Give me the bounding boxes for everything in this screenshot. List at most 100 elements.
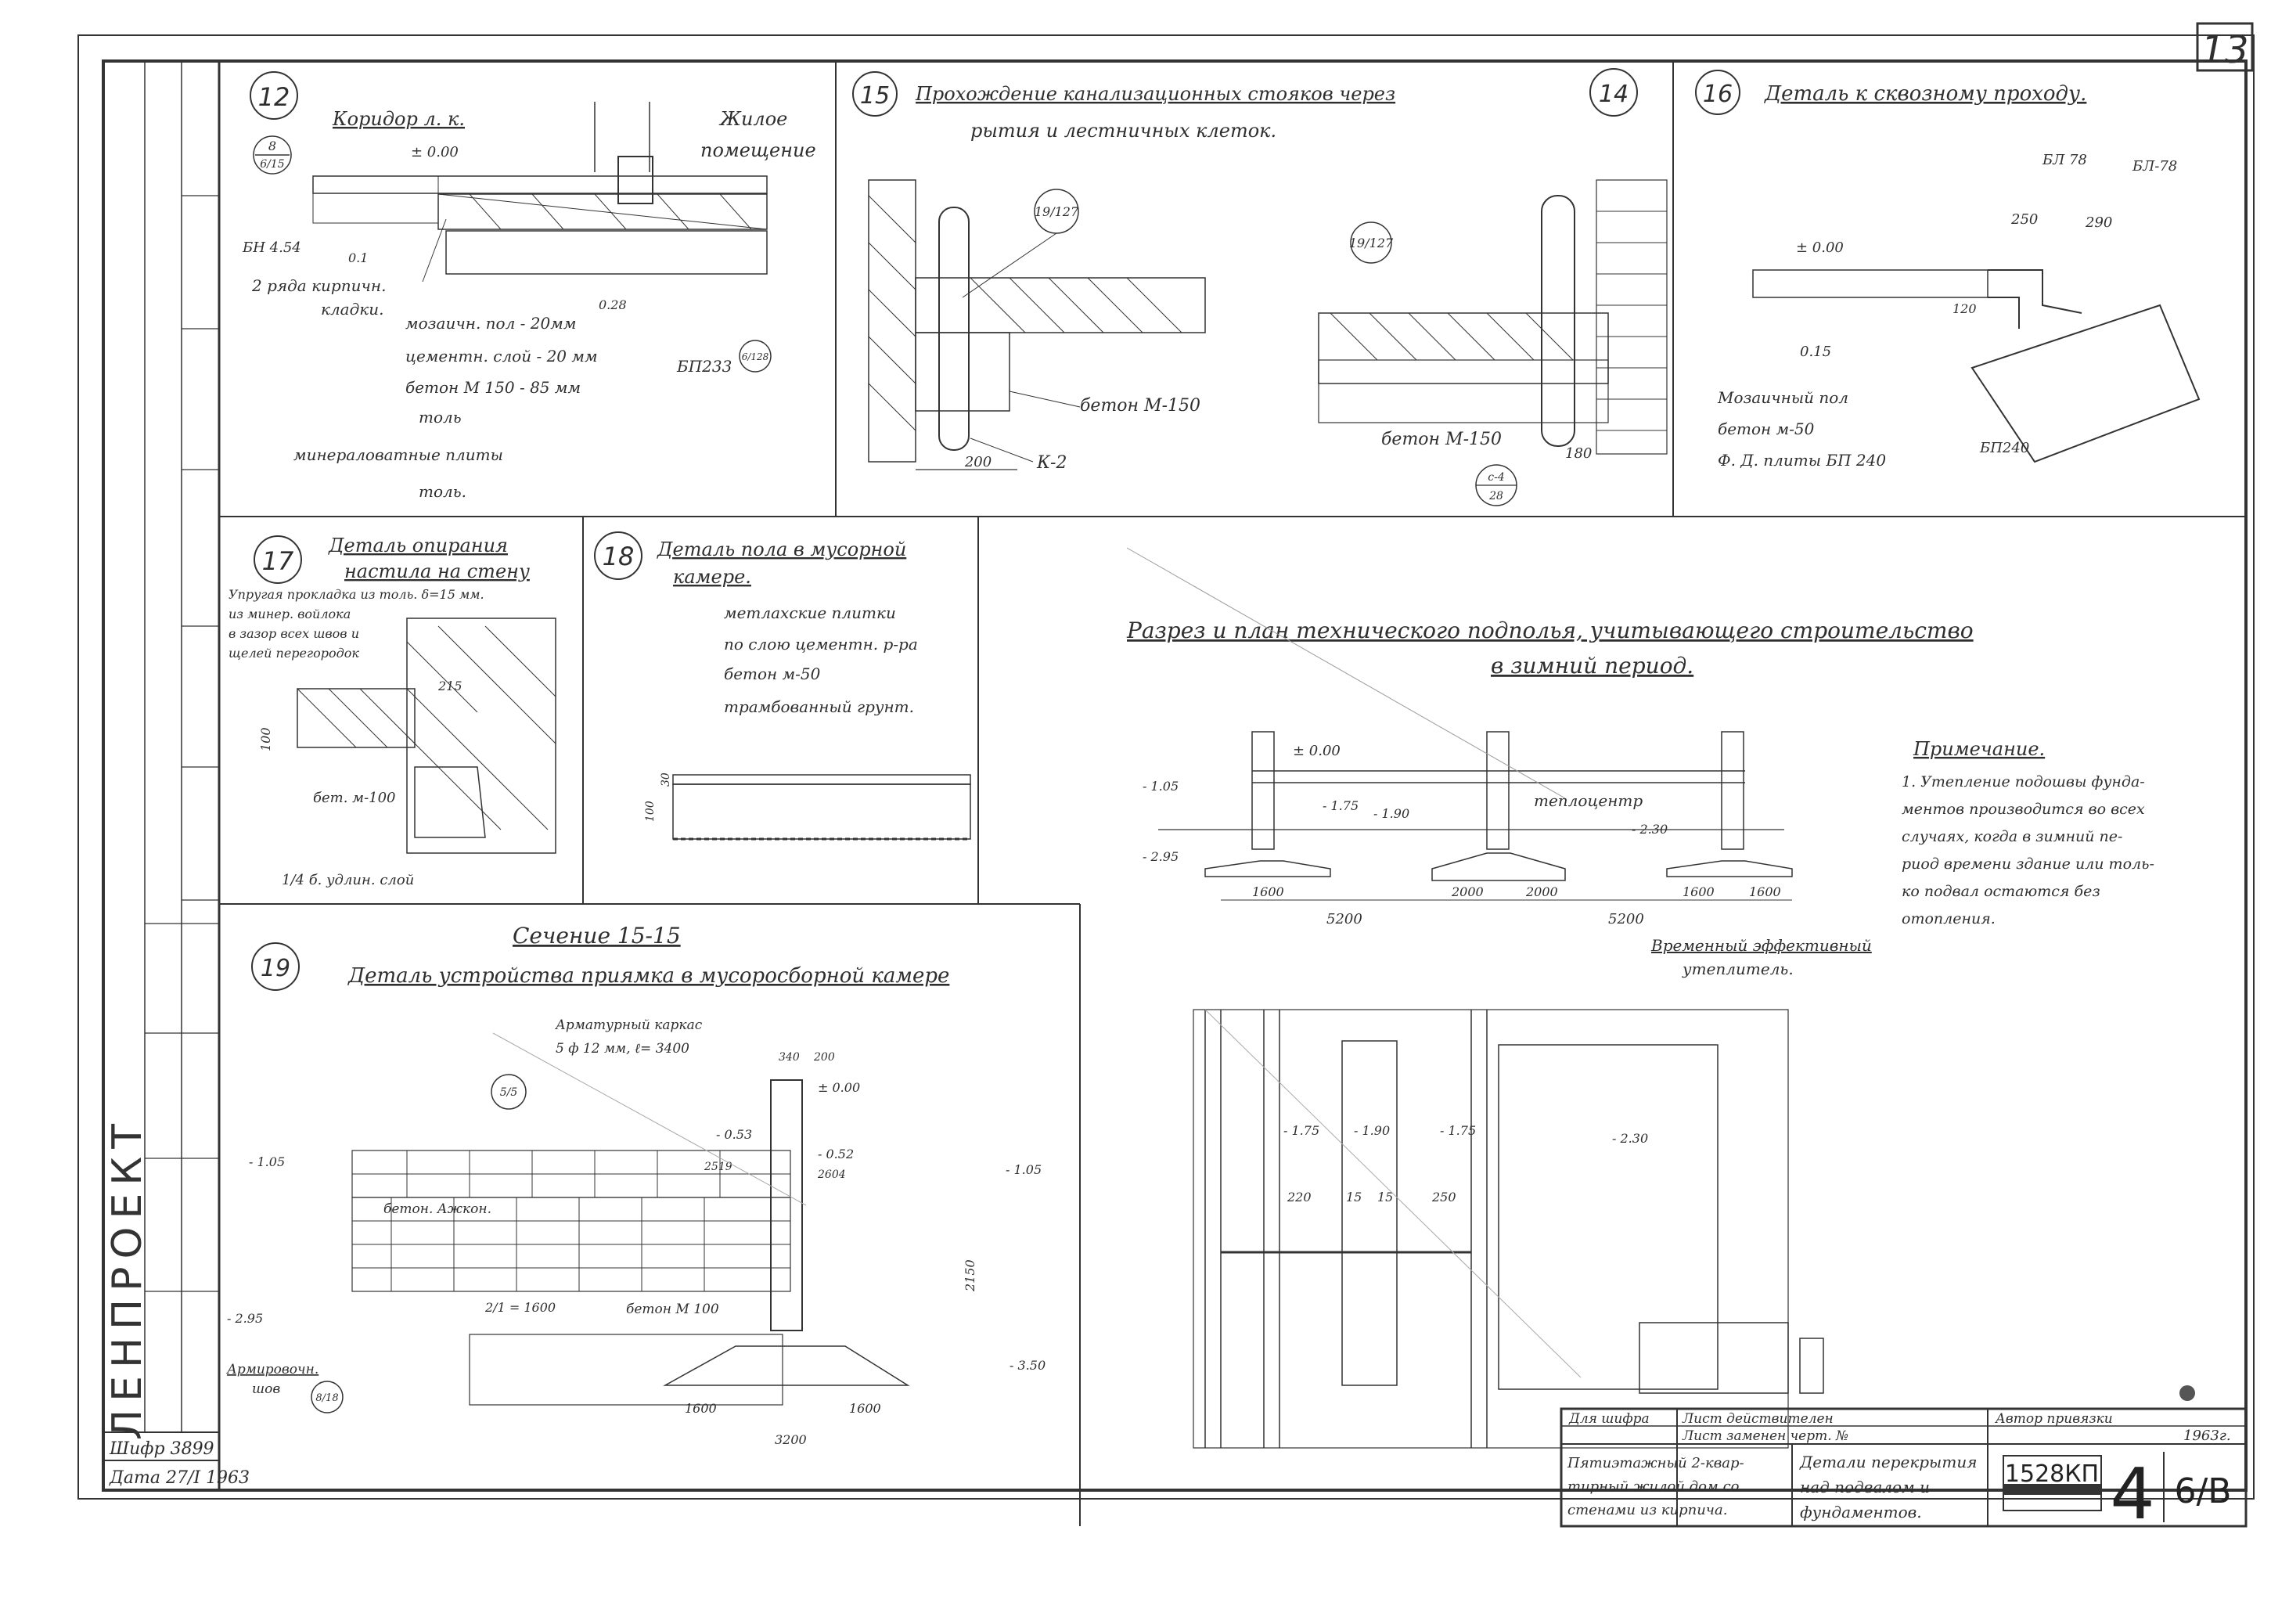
section-level-5: - 1.90	[1373, 806, 1409, 821]
section-level-2: - 1.05	[1143, 779, 1179, 794]
detail-17-dim-2: 100	[258, 727, 273, 751]
section-dim-6: 1600	[1683, 884, 1715, 899]
detail-12-ref-top: 8	[268, 139, 276, 153]
detail-19-title: Деталь устройства приямка в мусоросборно…	[347, 964, 949, 988]
detail-12-brick-1: 2 ряда кирпичн.	[251, 276, 386, 295]
sheet-number: 13	[2201, 28, 2248, 72]
detail-19-level-7: - 3.50	[1010, 1358, 1046, 1373]
stamp-date: Дата 27/I 1963	[109, 1468, 250, 1488]
detail-17-title-1: Деталь опирания	[328, 535, 508, 556]
detail-16-level-low: 0.15	[1800, 344, 1831, 360]
org-stamp: ЛЕНПРОЕКТ	[104, 1116, 151, 1440]
notes-heading: Примечание.	[1913, 738, 2045, 760]
detail-14-number: 14	[1599, 81, 1629, 108]
detail-19-dim-1: 340	[779, 1051, 800, 1064]
detail-19-section-label: Сечение 15-15	[513, 923, 681, 949]
detail-19-dim-2: 200	[813, 1051, 835, 1064]
detail-12-ref-bottom: 6/15	[260, 158, 285, 171]
detail-18-dim-2: 30	[660, 772, 672, 787]
detail-17-number: 17	[262, 546, 294, 576]
detail-17-note-1: Упругая прокладка из толь. δ=15 мм.	[229, 587, 484, 602]
detail-12-layer-6: толь.	[419, 482, 466, 501]
detail-17-bottom-note: 1/4 б. удлин. слой	[282, 872, 414, 888]
detail-16-dim-3: 120	[1952, 301, 1977, 316]
tb-author: Автор привязки	[1995, 1411, 2113, 1427]
notes-line-5: ко подвал остаются без	[1902, 883, 2100, 900]
detail-17-title-2: настила на стену	[344, 560, 530, 582]
detail-12-layer-3: бетон М 150 - 85 мм	[405, 378, 581, 397]
plan-dim-1: 220	[1287, 1190, 1312, 1204]
detail-17: 17 Деталь опирания настила на стену Упру…	[229, 535, 556, 888]
plan-level-1: - 1.75	[1283, 1123, 1319, 1138]
section-dim-2: 5200	[1326, 911, 1362, 927]
notes-line-1: 1. Утепление подошвы фунда-	[1902, 773, 2145, 790]
notes-line-2: ментов производится во всех	[1902, 801, 2145, 818]
detail-18-title-2: камере.	[673, 566, 751, 588]
detail-18-title-1: Деталь пола в мусорной	[657, 538, 906, 560]
detail-19-dim-9: 2/1 = 1600	[484, 1300, 556, 1315]
plan-level-2: - 1.90	[1354, 1123, 1390, 1138]
detail-17-note-2: из минер. войлока	[229, 607, 351, 621]
detail-15-title-2: рытия и лестничных клеток.	[970, 120, 1276, 142]
detail-17-note-3: в зазор всех швов и	[229, 626, 359, 641]
detail-17-dim-1: 215	[437, 679, 462, 693]
detail-17-note-4: щелей перегородок	[229, 646, 359, 661]
detail-18: 18 Деталь пола в мусорной камере. метлах…	[594, 531, 971, 841]
detail-12-layer-2: цементн. слой - 20 мм	[405, 347, 598, 365]
tb-fraction: 6/В	[2174, 1471, 2231, 1511]
detail-19-level-1: ± 0.00	[818, 1080, 860, 1095]
detail-14-ref-bottom: 28	[1488, 490, 1503, 502]
detail-18-layer-2: по слою цементн. р-ра	[724, 635, 918, 654]
detail-19: 19 Сечение 15-15 Деталь устройства приям…	[226, 923, 1046, 1447]
notes: Примечание. 1. Утепление подошвы фунда- …	[1902, 738, 2154, 927]
detail-17-concrete: бет. м-100	[313, 790, 396, 806]
detail-19-level-5: - 1.05	[1006, 1162, 1042, 1177]
plan-dim-2: 15	[1346, 1190, 1362, 1204]
detail-12-title: Коридор л. к.	[332, 108, 465, 130]
detail-16-block-1: БЛ 78	[2042, 152, 2087, 168]
tb-content-1: Детали перекрытия	[1799, 1453, 1977, 1471]
detail-18-layer-1: метлахские плитки	[724, 603, 896, 622]
detail-12-layer-1: мозаичн. пол - 20мм	[405, 314, 576, 333]
side-stamp: ЛЕНПРОЕКТ Шифр 3899 Дата 27/I 1963	[103, 61, 250, 1490]
detail-12-number: 12	[258, 82, 290, 112]
section-level-1: ± 0.00	[1293, 743, 1341, 759]
tb-sheet: 4	[2110, 1453, 2154, 1536]
detail-16-title: Деталь к сквозному проходу.	[1764, 82, 2086, 106]
title-block: Для шифра Лист действителен Лист заменен…	[1560, 1407, 2248, 1536]
plan-level-4: - 2.30	[1612, 1131, 1648, 1146]
detail-18-number: 18	[603, 542, 635, 571]
notes-line-4: риод времени здание или толь-	[1902, 855, 2154, 873]
panel-grid	[219, 61, 2246, 1526]
detail-16-layer-3: Ф. Д. плиты БП 240	[1718, 451, 1886, 470]
tb-content-3: фундаментов.	[1800, 1503, 1922, 1521]
detail-16-number: 16	[1703, 81, 1733, 108]
format-code: Шифр 3899	[109, 1439, 214, 1459]
detail-12-layer-5: минераловатные плиты	[293, 445, 503, 464]
detail-12-beam: БП233	[676, 357, 732, 376]
detail-14-callout: 19/127	[1349, 236, 1394, 250]
plan-level-3: - 1.75	[1440, 1123, 1476, 1138]
detail-12-callout: 6/128	[742, 351, 769, 362]
detail-19-level-4: - 1.05	[249, 1154, 285, 1169]
detail-15: 15 Прохождение канализационных стояков ч…	[852, 71, 1395, 473]
tb-content-2: над подвалом и	[1800, 1478, 1930, 1496]
detail-16-plate: БП240	[1979, 440, 2029, 456]
detail-15-dim: 200	[964, 454, 992, 470]
detail-19-level-2: - 0.53	[716, 1127, 752, 1142]
section-level-4: - 1.75	[1323, 798, 1359, 813]
detail-14-dim: 180	[1565, 445, 1592, 462]
tb-for-format: Для шифра	[1568, 1411, 1650, 1427]
detail-19-arm-2: шов	[252, 1381, 280, 1397]
detail-15-title-1: Прохождение канализационных стояков чере…	[915, 83, 1395, 105]
detail-14: 14 19/127 бетон М-150 180 с-4 28	[1318, 68, 1668, 506]
detail-19-dim-4: 2604	[817, 1168, 846, 1181]
plan-dim-4: 250	[1431, 1190, 1456, 1204]
detail-15-k2: К-2	[1036, 453, 1067, 473]
tb-sheet-replaced: Лист заменен черт. №	[1682, 1428, 1848, 1444]
tb-code: 1528КП	[2005, 1460, 2099, 1488]
detail-19-ref: 8/18	[315, 1392, 338, 1404]
detail-19-dim-3: 2519	[704, 1161, 732, 1173]
detail-16-dim-1: 250	[2010, 211, 2038, 228]
